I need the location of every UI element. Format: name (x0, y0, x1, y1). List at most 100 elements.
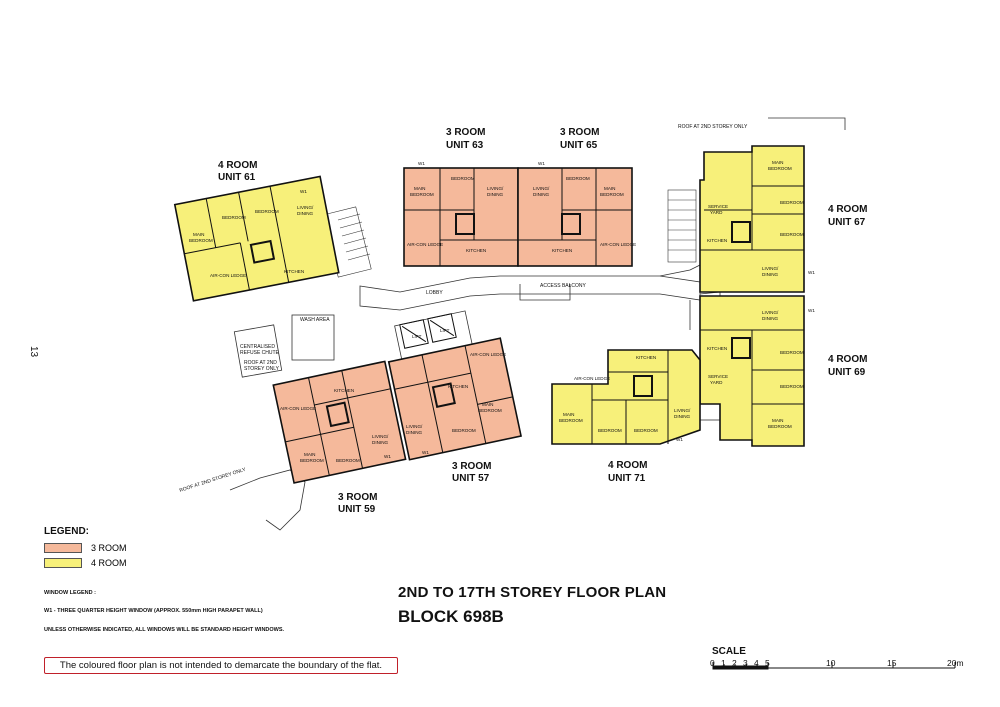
scale-tick: 5 (765, 658, 770, 668)
roof-side-label-1: ROOF AT 2ND (244, 360, 277, 366)
room-label-w1: W1 (418, 161, 425, 166)
room-label-bedroom: BEDROOM (410, 192, 434, 197)
room-label-bedroom: BEDROOM (780, 232, 804, 237)
roof-bottom-label: ROOF AT 2ND STOREY ONLY (179, 467, 247, 494)
room-label-living: LIVING/ (372, 434, 389, 439)
lobby-label: LOBBY (426, 290, 443, 296)
room-label-living: LIVING/ (762, 310, 779, 315)
room-label-dining: DINING (406, 430, 423, 435)
room-label-main: MAIN (193, 232, 204, 237)
room-label-kitchen: KITCHEN (707, 346, 727, 351)
unit-71-type: 4 ROOM (608, 460, 647, 471)
unit-63-number: UNIT 63 (446, 140, 484, 151)
room-label-kitchen: KITCHEN (552, 248, 572, 253)
unit-71-plan (551, 349, 701, 445)
room-label-bedroom: BEDROOM (452, 428, 476, 433)
room-label-main: MAIN (482, 402, 493, 407)
legend-swatch-4-room (44, 558, 82, 568)
unit-61-plan (173, 175, 340, 302)
room-label-main: MAIN (414, 186, 425, 191)
scale-tick: 2 (732, 658, 737, 668)
unit-59-plan (272, 360, 407, 484)
legend-label-4-room: 4 ROOM (91, 558, 127, 568)
room-label-kitchen: KITCHEN (707, 238, 727, 243)
room-label-bedroom: BEDROOM (600, 192, 624, 197)
room-label-bedroom: BEDROOM (222, 215, 246, 220)
room-label-bedroom: BEDROOM (189, 238, 213, 243)
room-label-bedroom: BEDROOM (768, 166, 792, 171)
scale-tick: 1 (721, 658, 726, 668)
lift-label: LIFT (440, 328, 450, 333)
room-label-kitchen: KITCHEN (448, 384, 468, 389)
room-label-bedroom: BEDROOM (634, 428, 658, 433)
room-label-bedroom: BEDROOM (255, 209, 279, 214)
unit-67-number: UNIT 67 (828, 217, 866, 228)
legend-title: LEGEND: (44, 526, 89, 537)
room-label-aircon: AIR-CON LEDGE (407, 242, 443, 247)
room-label-aircon: AIR-CON LEDGE (600, 242, 636, 247)
scale-tick: 0 (710, 658, 715, 668)
unit-69-number: UNIT 69 (828, 367, 866, 378)
legend-swatch-3-room (44, 543, 82, 553)
room-label-kitchen: KITCHEN (636, 355, 656, 360)
room-label-w1: W1 (808, 308, 815, 313)
legend-row-3-room: 3 ROOM (44, 542, 127, 554)
unit-71-number: UNIT 71 (608, 473, 646, 484)
room-label-yard: YARD (710, 380, 723, 385)
window-legend-w1: W1 - THREE QUARTER HEIGHT WINDOW (APPROX… (44, 608, 263, 614)
unit-61-type: 4 ROOM (218, 160, 257, 171)
room-label-main: MAIN (772, 418, 783, 423)
room-label-living: LIVING/ (406, 424, 423, 429)
room-label-service: SERVICE (708, 204, 728, 209)
room-label-living: LIVING/ (762, 266, 779, 271)
room-label-dining: DINING (762, 316, 779, 321)
legend-row-4-room: 4 ROOM (44, 557, 127, 569)
unit-69-type: 4 ROOM (828, 354, 867, 365)
scale-tick: 15 (887, 658, 897, 668)
room-label-dining: DINING (533, 192, 550, 197)
room-label-main: MAIN (563, 412, 574, 417)
unit-61-number: UNIT 61 (218, 172, 256, 183)
room-label-bedroom: BEDROOM (336, 458, 360, 463)
unit-65-plan (517, 167, 633, 267)
room-label-living: LIVING/ (297, 205, 314, 210)
access-balcony-label: ACCESS BALCONY (540, 283, 587, 289)
scale-tick: 20m (947, 658, 964, 668)
unit-69-plan (699, 295, 805, 447)
unit-65-number: UNIT 65 (560, 140, 598, 151)
legend-label-3-room: 3 ROOM (91, 543, 127, 553)
room-label-w1: W1 (808, 270, 815, 275)
unit-67-plan (699, 145, 805, 293)
unit-63-plan (403, 167, 519, 267)
room-label-bedroom: BEDROOM (566, 176, 590, 181)
room-label-yard: YARD (710, 210, 723, 215)
room-label-main: MAIN (604, 186, 615, 191)
unit-63-type: 3 ROOM (446, 127, 485, 138)
block-title: BLOCK 698B (398, 607, 504, 626)
scale-tick: 4 (754, 658, 759, 668)
window-legend-title: WINDOW LEGEND : (44, 590, 96, 596)
room-label-dining: DINING (487, 192, 504, 197)
room-label-w1: W1 (300, 189, 307, 194)
room-label-aircon: AIR-CON LEDGE (210, 273, 246, 278)
lift-label: LIFT (412, 334, 422, 339)
room-label-bedroom: BEDROOM (559, 418, 583, 423)
room-label-dining: DINING (297, 211, 314, 216)
room-label-w1: W1 (422, 450, 429, 455)
room-label-living: LIVING/ (533, 186, 550, 191)
disclaimer-box: The coloured floor plan is not intended … (44, 657, 398, 674)
room-label-w1: W1 (676, 437, 683, 442)
refuse-chute-label-1: CENTRALISED (240, 344, 275, 350)
unit-65-type: 3 ROOM (560, 127, 599, 138)
room-label-living: LIVING/ (674, 408, 691, 413)
room-label-kitchen: KITCHEN (284, 269, 304, 274)
scale-bar (712, 662, 956, 670)
unit-59-number: UNIT 59 (338, 504, 376, 515)
room-label-service: SERVICE (708, 374, 728, 379)
room-label-kitchen: KITCHEN (466, 248, 486, 253)
room-label-bedroom: BEDROOM (780, 384, 804, 389)
room-label-bedroom: BEDROOM (768, 424, 792, 429)
unit-57-plan (387, 337, 522, 461)
